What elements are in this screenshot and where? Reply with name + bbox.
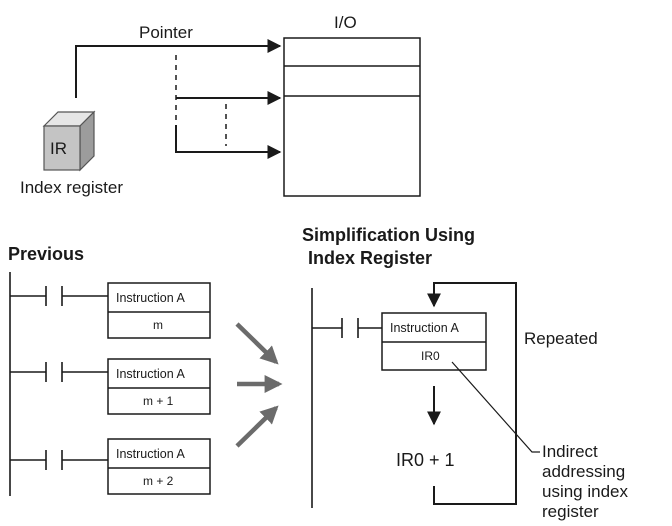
- simplified-heading-line2: Index Register: [308, 248, 433, 268]
- annotation-line-2: addressing: [542, 462, 626, 481]
- repeat-loop: [427, 282, 517, 505]
- annotation-line-4: register: [542, 502, 599, 521]
- annotation-line-1: Indirect: [542, 442, 598, 461]
- simplified-operand: IR0: [421, 349, 440, 363]
- previous-operand-2: m + 1: [143, 394, 174, 408]
- previous-instruction-3: Instruction A: [116, 447, 185, 461]
- ir-box-label: IR: [50, 139, 67, 158]
- previous-operand-1: m: [153, 318, 163, 332]
- annotation-leader: [451, 361, 540, 453]
- previous-heading: Previous: [8, 244, 85, 264]
- simplified-instruction-box: [381, 312, 487, 371]
- simplified-heading-line1: Simplification Using: [302, 225, 476, 245]
- simplified-ladder: [311, 288, 382, 508]
- convergence-arrows: [235, 322, 283, 448]
- ir-cube-icon: [42, 110, 96, 172]
- previous-operand-3: m + 2: [143, 474, 174, 488]
- simplified-instruction: Instruction A: [390, 321, 459, 335]
- previous-instruction-boxes: [107, 282, 211, 495]
- pointer-label: Pointer: [139, 23, 193, 42]
- annotation-line-3: using index: [542, 482, 629, 501]
- pointer-arrows: [75, 39, 282, 159]
- io-table: [283, 37, 421, 197]
- previous-instruction-1: Instruction A: [116, 291, 185, 305]
- index-register-label: Index register: [20, 178, 123, 197]
- previous-ladder: [9, 272, 108, 496]
- repeated-label: Repeated: [524, 329, 598, 348]
- increment-label: IR0 + 1: [396, 450, 455, 470]
- io-label: I/O: [334, 13, 357, 32]
- previous-instruction-2: Instruction A: [116, 367, 185, 381]
